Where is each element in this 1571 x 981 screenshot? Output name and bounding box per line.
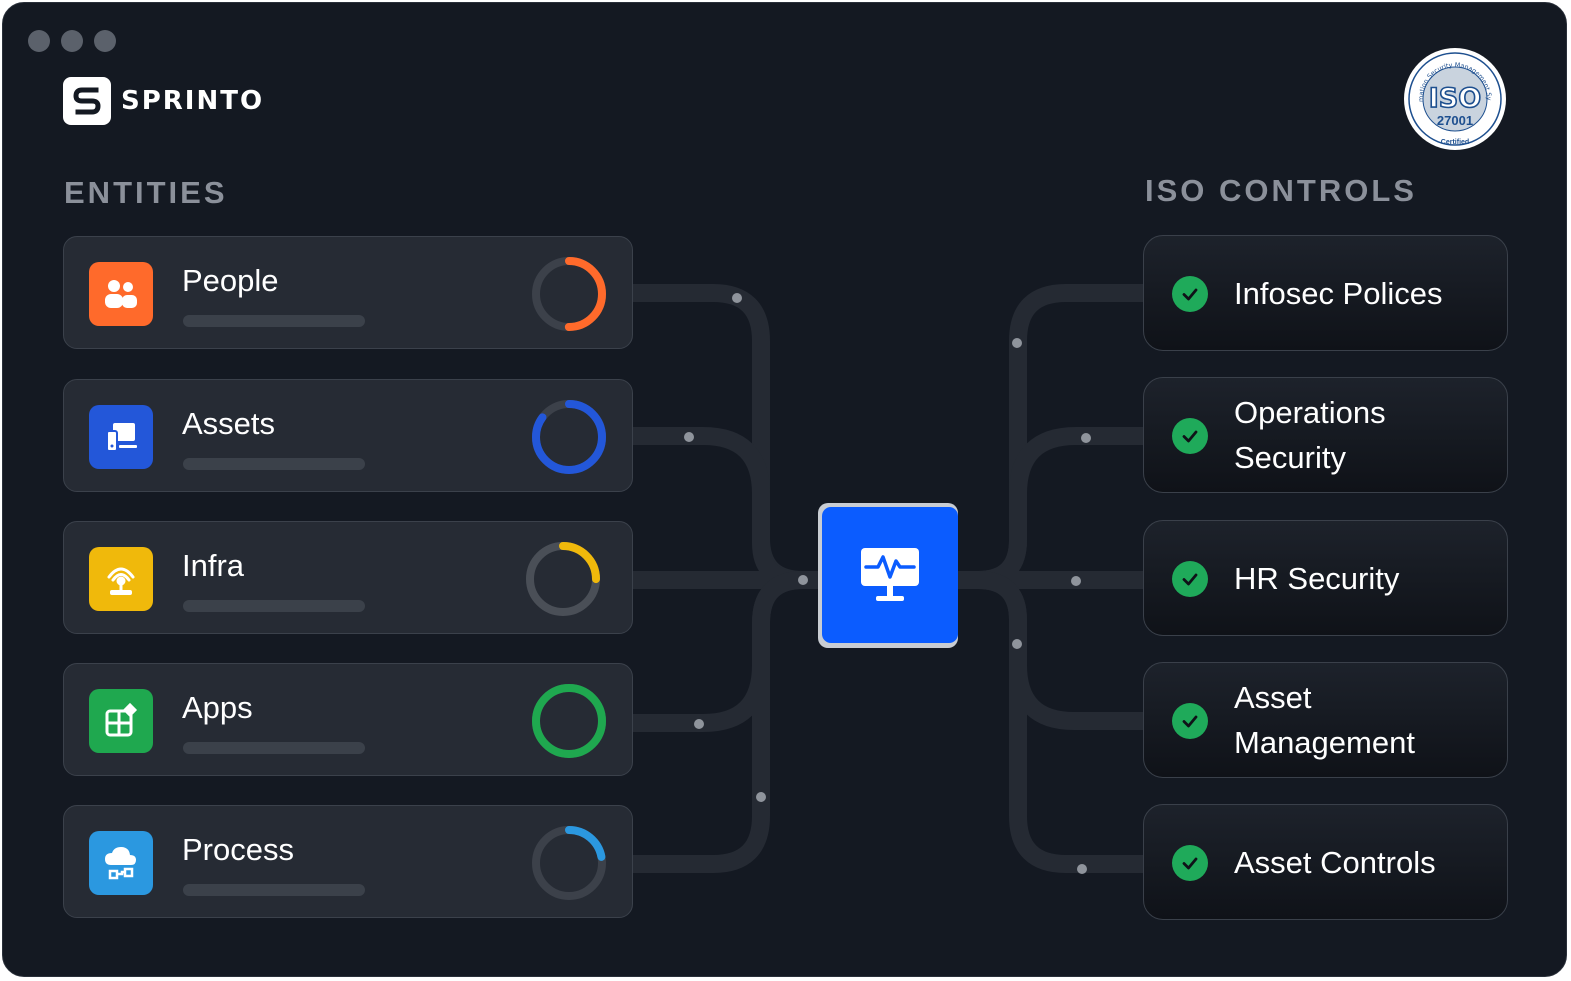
entity-progress-placeholder (183, 742, 365, 754)
entity-progress-placeholder (183, 458, 365, 470)
control-label: Infosec Polices (1234, 275, 1443, 311)
entity-progress-ring (532, 826, 606, 900)
entity-progress-placeholder (183, 884, 365, 896)
control-card-asset-management[interactable]: Asset Management (1143, 662, 1508, 778)
window-maximize-button[interactable] (94, 30, 116, 52)
badge-main-text: ISO (1429, 83, 1481, 114)
control-label: Asset Controls (1234, 844, 1436, 880)
entity-name: Infra (182, 548, 245, 583)
window-controls (28, 30, 116, 52)
check-icon (1172, 276, 1208, 312)
entity-progress-ring (526, 542, 600, 616)
check-icon (1172, 418, 1208, 454)
entity-card-people[interactable]: People (63, 236, 633, 349)
window-close-button[interactable] (28, 30, 50, 52)
control-card-asset-controls[interactable]: Asset Controls (1143, 804, 1508, 920)
badge-number: 27001 (1437, 113, 1473, 128)
entity-name: Process (182, 832, 294, 867)
entity-card-process[interactable]: Process (63, 805, 633, 918)
entity-name: People (182, 263, 279, 298)
entity-progress-ring (532, 257, 606, 331)
brand-name: SPRINTO (121, 86, 265, 116)
signal-tower-icon (89, 547, 153, 611)
control-card-operations-security[interactable]: Operations Security (1143, 377, 1508, 493)
check-icon (1172, 703, 1208, 739)
control-card-infosec-policies[interactable]: Infosec Polices (1143, 235, 1508, 351)
central-hub (818, 503, 958, 648)
brand-logo: SPRINTO (63, 77, 264, 125)
control-label: Operations Security (1234, 395, 1386, 475)
control-label: Asset Management (1234, 680, 1415, 760)
entity-name: Apps (182, 690, 253, 725)
entity-card-infra[interactable]: Infra (63, 521, 633, 634)
window-minimize-button[interactable] (61, 30, 83, 52)
control-label: HR Security (1234, 560, 1400, 596)
iso-controls-section-title: ISO CONTROLS (1145, 173, 1417, 208)
iso-certified-badge: Information Security Management System I… (1400, 41, 1507, 151)
entity-progress-ring (532, 684, 606, 758)
entity-name: Assets (182, 406, 276, 441)
entity-progress-placeholder (183, 600, 365, 612)
entity-progress-ring (532, 400, 606, 474)
check-icon (1172, 561, 1208, 597)
people-icon (89, 262, 153, 326)
control-card-hr-security[interactable]: HR Security (1143, 520, 1508, 636)
monitor-pulse-icon (822, 507, 958, 643)
cloud-process-icon (89, 831, 153, 895)
entity-card-apps[interactable]: Apps (63, 663, 633, 776)
sprinto-logo-icon (63, 77, 111, 125)
check-icon (1172, 845, 1208, 881)
apps-grid-icon (89, 689, 153, 753)
entity-progress-placeholder (183, 315, 365, 327)
devices-icon (89, 405, 153, 469)
entity-card-assets[interactable]: Assets (63, 379, 633, 492)
entities-section-title: ENTITIES (64, 175, 228, 210)
badge-bottom-text: Certified (1441, 139, 1469, 146)
